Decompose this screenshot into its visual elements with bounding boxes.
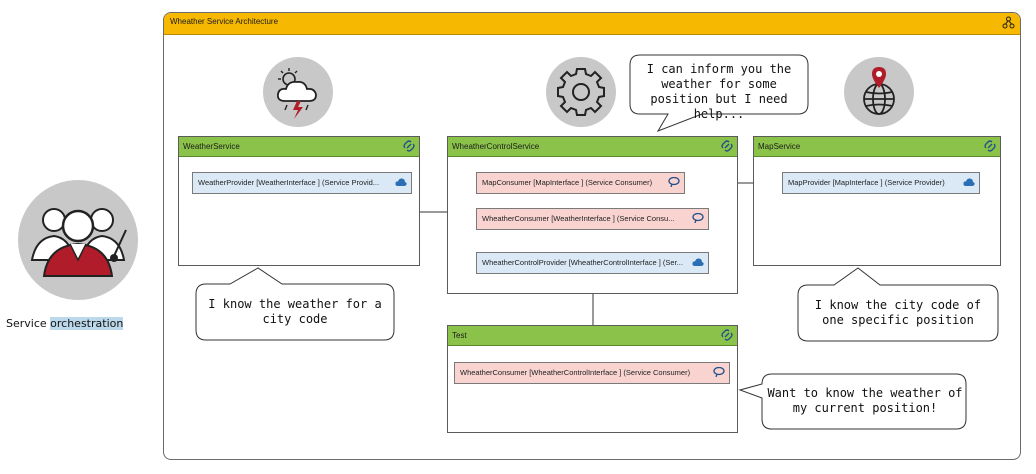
component-icon xyxy=(1002,16,1015,29)
callout-bubble-control xyxy=(629,54,809,132)
control-service-header: WheatherControlService xyxy=(448,137,737,157)
weather-service-header: WeatherService xyxy=(179,137,419,157)
map-service-box[interactable]: MapService MapProvider [MapInterface ] (… xyxy=(753,136,1001,266)
callout-text-control: I can inform you the weather for some po… xyxy=(646,62,792,121)
service-link-icon xyxy=(403,140,415,152)
control-service-box[interactable]: WheatherControlService MapConsumer [MapI… xyxy=(447,136,738,294)
map-badge xyxy=(844,57,914,127)
port-label: MapProvider [MapInterface ] (Service Pro… xyxy=(788,178,945,187)
wheather-consumer-port[interactable]: WheatherConsumer [WeatherInterface ] (Se… xyxy=(476,208,709,230)
orchestration-label-prefix: Service xyxy=(6,317,51,330)
callout-bubble-weather xyxy=(195,267,395,341)
wheather-control-provider-port[interactable]: WheatherControlProvider [WheatherControl… xyxy=(476,252,709,274)
control-badge xyxy=(546,57,616,127)
globe-pin-icon xyxy=(863,67,895,115)
orchestration-label: Service orchestration xyxy=(6,317,124,330)
weather-service-title: WeatherService xyxy=(183,142,240,151)
map-service-header: MapService xyxy=(754,137,1000,157)
port-label: WheatherControlProvider [WheatherControl… xyxy=(482,258,683,267)
people-group-icon xyxy=(30,208,127,277)
orchestration-label-highlight: orchestration xyxy=(50,317,124,330)
callout-bubble-test xyxy=(738,373,967,430)
consumer-plug-icon xyxy=(713,367,725,377)
cloud-icon xyxy=(963,178,975,186)
orchestration-badge xyxy=(18,180,138,300)
control-service-title: WheatherControlService xyxy=(452,142,540,151)
map-provider-port[interactable]: MapProvider [MapInterface ] (Service Pro… xyxy=(782,172,980,194)
map-consumer-port[interactable]: MapConsumer [MapInterface ] (Service Con… xyxy=(476,172,685,194)
cloud-icon xyxy=(692,258,704,266)
weather-badge xyxy=(263,57,333,127)
port-label: WheatherConsumer [WeatherInterface ] (Se… xyxy=(482,214,675,223)
port-label: WeatherProvider [WeatherInterface ] (Ser… xyxy=(198,178,380,187)
storm-cloud-icon xyxy=(276,68,317,119)
test-service-box[interactable]: Test WheatherConsumer [WheatherControlIn… xyxy=(447,325,738,433)
callout-text-test: Want to know the weather of my current p… xyxy=(767,386,963,415)
map-service-title: MapService xyxy=(758,142,801,151)
service-link-icon xyxy=(984,140,996,152)
test-service-title: Test xyxy=(452,331,467,340)
callout-bubble-map xyxy=(797,267,999,342)
weather-provider-port[interactable]: WeatherProvider [WeatherInterface ] (Ser… xyxy=(192,172,412,194)
cloud-icon xyxy=(395,178,407,186)
consumer-plug-icon xyxy=(692,213,704,223)
weather-service-box[interactable]: WeatherService WeatherProvider [WeatherI… xyxy=(178,136,420,266)
gear-icon xyxy=(557,68,605,116)
test-wheather-consumer-port[interactable]: WheatherConsumer [WheatherControlInterfa… xyxy=(454,362,730,384)
test-service-header: Test xyxy=(448,326,737,346)
service-link-icon xyxy=(721,140,733,152)
service-link-icon xyxy=(721,329,733,341)
consumer-plug-icon xyxy=(668,177,680,187)
port-label: WheatherConsumer [WheatherControlInterfa… xyxy=(460,368,691,377)
callout-text-weather: I know the weather for a city code xyxy=(208,297,382,326)
architecture-title: Wheather Service Architecture xyxy=(170,17,279,26)
architecture-frame-header: Wheather Service Architecture xyxy=(164,13,1020,35)
port-label: MapConsumer [MapInterface ] (Service Con… xyxy=(482,178,653,187)
callout-text-map: I know the city code of one specific pos… xyxy=(814,298,982,327)
